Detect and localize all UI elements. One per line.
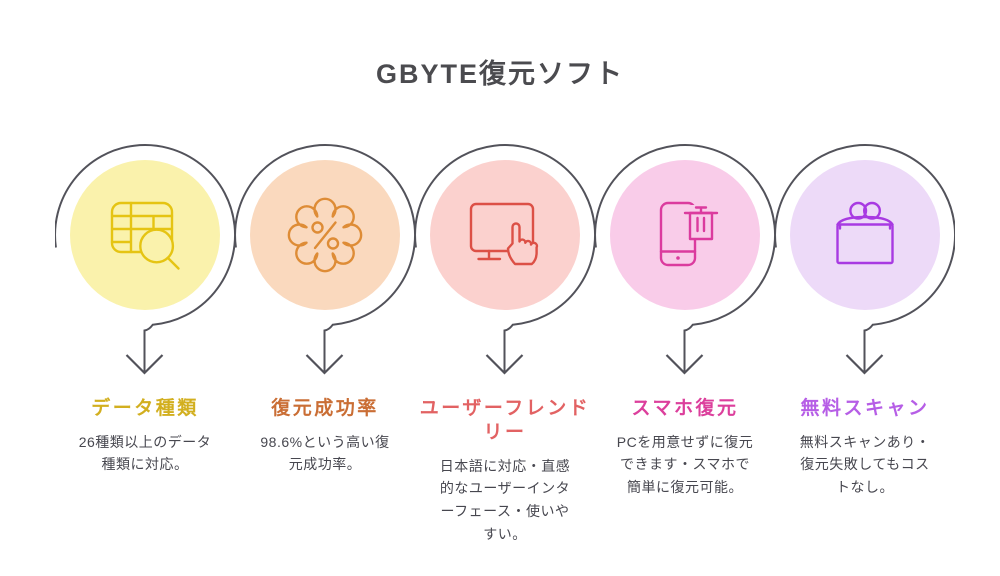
spiral-ring bbox=[415, 144, 595, 373]
circle-arrow-decoration bbox=[775, 144, 955, 375]
table-search-icon bbox=[110, 201, 180, 270]
down-arrow-icon bbox=[125, 354, 164, 375]
colored-circle bbox=[610, 160, 760, 310]
coin-purse-icon bbox=[836, 201, 894, 265]
item-heading: データ種類 bbox=[91, 398, 199, 419]
item-heading: 無料スキャン bbox=[800, 398, 930, 419]
item-description: 26種類以上のデータ種類に対応。 bbox=[78, 433, 212, 473]
circle-arrow-decoration bbox=[55, 144, 235, 375]
item-heading: ユーザーフレンドリー bbox=[419, 398, 591, 443]
item-free-scan: 無料スキャン 無料スキャンあり・復元失敗してもコストなし。 bbox=[775, 143, 955, 545]
item-description: PCを用意せずに復元できます・スマホで簡単に復元可能。 bbox=[616, 433, 754, 496]
item-smartphone-recovery: スマホ復元 PCを用意せずに復元できます・スマホで簡単に復元可能。 bbox=[595, 143, 775, 545]
spiral-ring bbox=[595, 144, 775, 373]
spiral-ring bbox=[55, 144, 235, 373]
spiral-ring bbox=[775, 144, 955, 373]
down-arrow-icon bbox=[665, 354, 704, 375]
page-title: GBYTE復元ソフト bbox=[375, 59, 624, 89]
down-arrow-icon bbox=[305, 354, 344, 375]
item-recovery-rate: 復元成功率 98.6%という高い復元成功率。 bbox=[235, 143, 415, 545]
item-user-friendly: ユーザーフレンドリー 日本語に対応・直感的なユーザーインターフェース・使いやすい… bbox=[415, 143, 595, 545]
item-description: 98.6%という高い復元成功率。 bbox=[260, 433, 390, 473]
spiral-ring bbox=[235, 144, 415, 373]
circle-arrow-decoration bbox=[415, 144, 595, 375]
down-arrow-icon bbox=[845, 354, 884, 375]
item-heading: 復元成功率 bbox=[271, 398, 379, 419]
item-description: 無料スキャンあり・復元失敗してもコストなし。 bbox=[799, 433, 931, 496]
items-row: データ種類 26種類以上のデータ種類に対応。 復元成功率 98.6%という高い復… bbox=[0, 143, 1000, 545]
circle-arrow-decoration bbox=[595, 144, 775, 375]
percent-badge-icon bbox=[287, 197, 363, 273]
down-arrow-icon bbox=[485, 354, 524, 375]
colored-circle bbox=[430, 160, 580, 310]
item-data-types: データ種類 26種類以上のデータ種類に対応。 bbox=[55, 143, 235, 545]
item-description: 日本語に対応・直感的なユーザーインターフェース・使いやすい。 bbox=[439, 457, 571, 542]
monitor-tap-icon bbox=[469, 202, 539, 266]
phone-trash-icon bbox=[659, 201, 719, 267]
item-heading: スマホ復元 bbox=[631, 398, 739, 419]
colored-circle bbox=[790, 160, 940, 310]
circle-arrow-decoration bbox=[235, 144, 415, 375]
